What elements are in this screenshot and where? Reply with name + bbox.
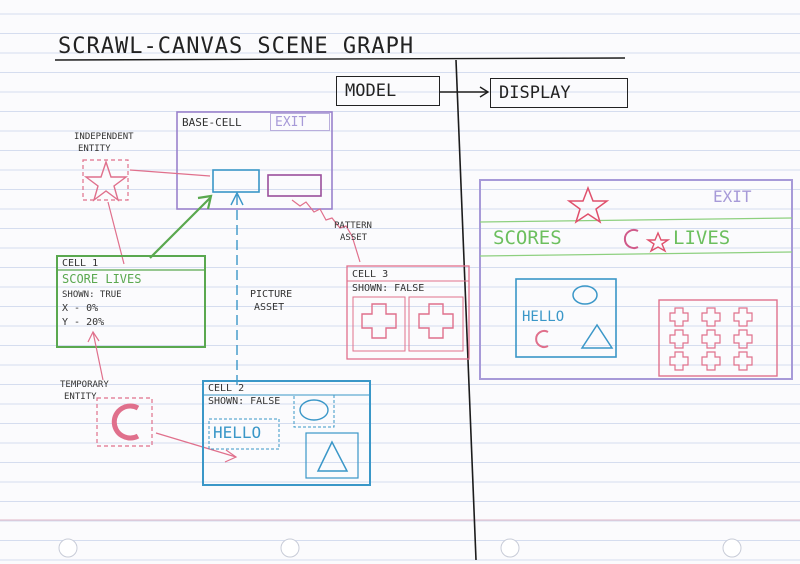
page-title: SCRAWL-CANVAS SCENE GRAPH (58, 34, 415, 59)
pattern-asset-label: PATTERN (334, 221, 372, 231)
cell1-box (56, 255, 206, 348)
arrow-head (224, 449, 238, 463)
triangle-icon (316, 440, 349, 472)
star-icon (83, 159, 129, 202)
cell1-banner: SCORE LIVES (62, 272, 142, 286)
cell3-shown: SHOWN: FALSE (352, 283, 425, 294)
display-band-top (479, 217, 793, 223)
cell2-shown: SHOWN: FALSE (208, 396, 281, 407)
pattern-tile (352, 296, 406, 352)
title-underline (54, 57, 626, 61)
cell2-box (202, 380, 371, 486)
display-scores-label: SCORES (493, 227, 562, 249)
display-pattern-panel (658, 299, 778, 377)
cross-icon (701, 307, 721, 327)
cross-icon (733, 329, 753, 349)
hello-tile (208, 418, 280, 450)
cross-icon (669, 307, 689, 327)
punch-hole (500, 538, 520, 558)
cell1-to-base-arrow (149, 197, 211, 259)
base-cell-label: BASE-CELL (182, 116, 242, 129)
model-label: MODEL (345, 81, 397, 101)
independent-entity-label: INDEPENDENT (74, 132, 134, 142)
cross-icon (418, 303, 454, 339)
entity-to-cell1-arrow (107, 201, 125, 265)
pattern-asset-link (291, 199, 361, 263)
base-cell-picture-slot (212, 169, 260, 193)
display-box: DISPLAY (490, 78, 628, 108)
cross-icon (701, 329, 721, 349)
independent-entity-box (82, 159, 129, 201)
arrow-head (230, 191, 244, 206)
triangle-icon (580, 323, 614, 349)
picture-asset-label-2: ASSET (254, 302, 285, 313)
exit-badge: EXIT (270, 113, 330, 131)
cross-icon (669, 351, 689, 371)
cell3-name: CELL 3 (352, 269, 389, 280)
divider-line (455, 59, 477, 561)
display-exit-label: EXIT (713, 187, 752, 206)
cross-icon (733, 351, 753, 371)
pattern-asset-label-2: ASSET (340, 233, 368, 243)
cross-icon (361, 303, 397, 339)
pacman-icon (535, 330, 549, 348)
arrow-head (87, 330, 100, 343)
pattern-tile (408, 296, 464, 352)
arrow-head (197, 194, 213, 210)
circle-icon (299, 399, 329, 421)
cell1-name: CELL 1 (62, 258, 99, 269)
cross-icon (701, 351, 721, 371)
pacman-icon (111, 403, 140, 441)
display-lives-label: LIVES (673, 227, 731, 249)
temporary-entity-label: TEMPORARY (60, 380, 109, 390)
cross-pattern (669, 307, 753, 371)
hole-punches (58, 538, 742, 558)
cross-icon (669, 329, 689, 349)
cell1-x: X - 0% (62, 303, 99, 314)
star-icon (645, 231, 671, 253)
display-panel (479, 179, 793, 380)
cell3-box (346, 265, 470, 360)
ruled-lines (0, 13, 800, 561)
arrow-head (479, 86, 490, 98)
cell1-y: Y - 20% (62, 317, 105, 328)
triangle-tile (305, 432, 359, 479)
display-label: DISPLAY (499, 83, 571, 103)
cell2-hello: HELLO (213, 423, 262, 442)
cell1-shown: SHOWN: TRUE (62, 290, 122, 300)
display-band-bottom (479, 251, 793, 257)
base-cell-pattern-slot (267, 174, 322, 197)
temporary-entity-box (96, 397, 153, 447)
star-icon (566, 185, 610, 224)
punch-hole (58, 538, 78, 558)
temp-to-cell1-arrow (92, 331, 104, 381)
temporary-entity-label-2: ENTITY (64, 392, 97, 402)
exit-label: EXIT (275, 115, 307, 130)
base-cell-box (176, 111, 333, 210)
display-group-panel (515, 278, 617, 358)
temp-to-cell2-arrow (155, 432, 237, 458)
model-box: MODEL (336, 76, 440, 106)
punch-hole (280, 538, 300, 558)
independent-entity-label-2: ENTITY (78, 144, 111, 154)
circle-icon (572, 285, 598, 305)
punch-hole (722, 538, 742, 558)
cell2-name: CELL 2 (208, 383, 245, 394)
pacman-icon (623, 229, 639, 249)
display-hello-label: HELLO (522, 309, 565, 325)
picture-asset-label: PICTURE (250, 289, 293, 300)
entity-to-base-arrow (129, 169, 211, 177)
cross-icon (733, 307, 753, 327)
circle-tile (293, 394, 335, 428)
